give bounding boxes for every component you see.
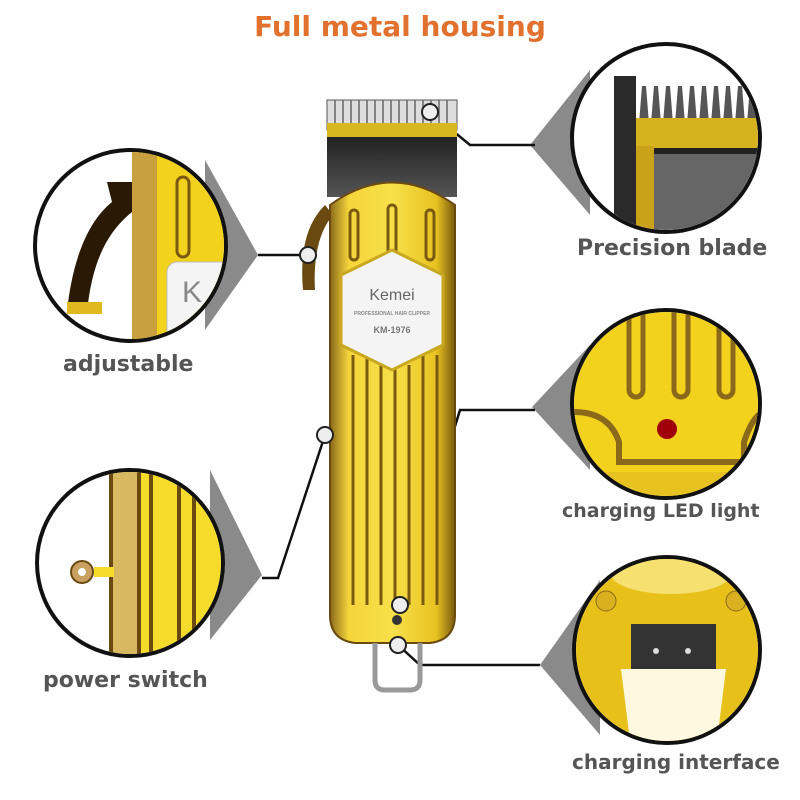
page-title: Full metal housing	[254, 10, 546, 43]
label-adjustable: adjustable	[63, 352, 194, 377]
svg-text:KM-1976: KM-1976	[373, 325, 410, 335]
zoom-circle-adjustable: K	[33, 148, 228, 343]
svg-text:PROFESSIONAL HAIR CLIPPER: PROFESSIONAL HAIR CLIPPER	[354, 311, 430, 317]
zoom-circle-charging-interface	[572, 555, 762, 745]
zoom-circle-charging-led	[570, 308, 762, 500]
label-charging-led: charging LED light	[562, 500, 760, 522]
marker-charging-port	[389, 636, 407, 654]
clipper-image: Kemei PROFESSIONAL HAIR CLIPPER KM-1976	[302, 99, 458, 693]
brand-logo: Kemei	[369, 287, 414, 304]
marker-adjustable	[299, 246, 317, 264]
marker-power-switch	[316, 426, 334, 444]
label-precision-blade: Precision blade	[577, 236, 768, 261]
label-charging-interface: charging interface	[572, 750, 780, 774]
marker-led	[391, 596, 409, 614]
label-power-switch: power switch	[43, 668, 208, 693]
marker-blade	[421, 103, 439, 121]
zoom-circle-power-switch	[35, 468, 225, 658]
zoom-circle-precision-blade	[570, 42, 762, 234]
svg-text:K: K	[182, 276, 202, 309]
